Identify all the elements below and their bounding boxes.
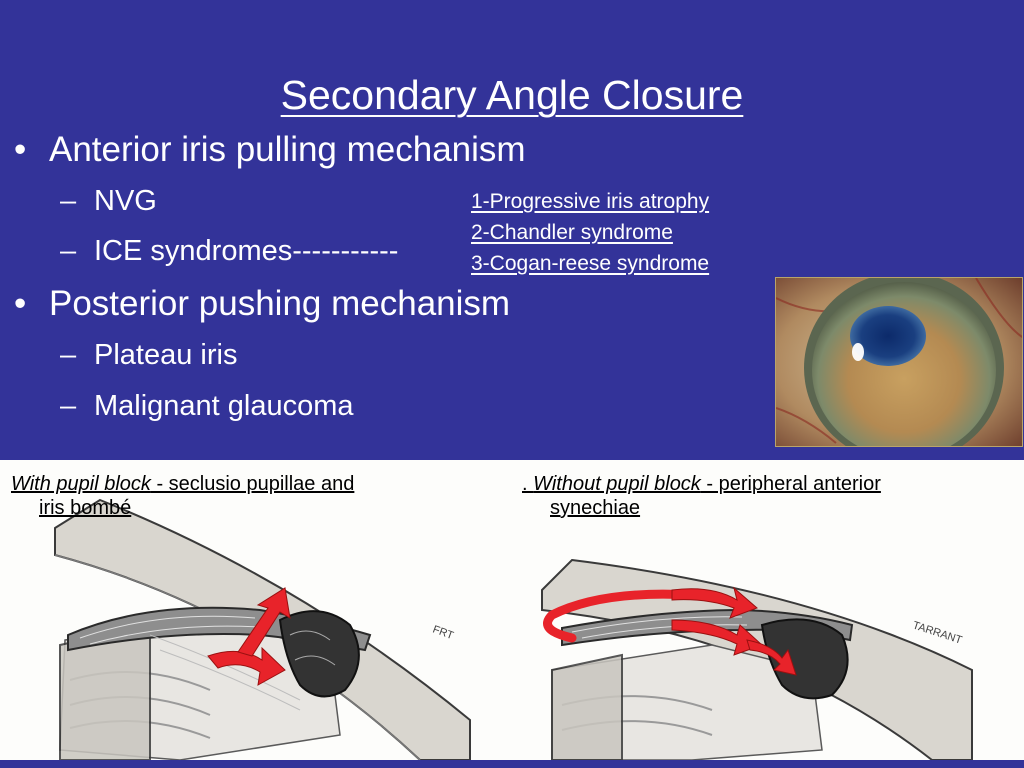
ice-list-item: 1-Progressive iris atrophy xyxy=(471,190,710,213)
eye-photo xyxy=(775,277,1023,447)
bullet-anterior-pulling: •Anterior iris pulling mechanism xyxy=(14,130,526,169)
ice-syndrome-list: 1-Progressive iris atrophy 2-Chandler sy… xyxy=(471,186,709,279)
bullet-posterior-pushing: •Posterior pushing mechanism xyxy=(14,284,511,323)
artist-signature: TARRANT xyxy=(911,619,964,646)
ice-list-item: 2-Chandler syndrome xyxy=(471,221,673,244)
caption-with-pupil-block: With pupil block - seclusio pupillae and… xyxy=(11,473,355,519)
ice-list-item: 3-Cogan-reese syndrome xyxy=(471,252,710,275)
sub-bullet-malignant-glaucoma: –Malignant glaucoma xyxy=(60,390,354,422)
diagram-with-pupil-block: FRT xyxy=(54,498,471,760)
sub-bullet-plateau-iris: –Plateau iris xyxy=(60,339,238,371)
diagram-without-pupil-block: TARRANT xyxy=(541,558,973,760)
artist-signature: FRT xyxy=(431,624,455,643)
sub-bullet-nvg: –NVG xyxy=(60,185,157,217)
caption-without-pupil-block: . Without pupil block - peripheral anter… xyxy=(522,473,881,519)
slide-title: Secondary Angle Closure xyxy=(280,72,744,118)
diagram-panel: FRT TARRANT xyxy=(0,460,1024,760)
sub-bullet-ice: –ICE syndromes----------- xyxy=(60,235,399,267)
bottom-bar xyxy=(0,760,1024,768)
